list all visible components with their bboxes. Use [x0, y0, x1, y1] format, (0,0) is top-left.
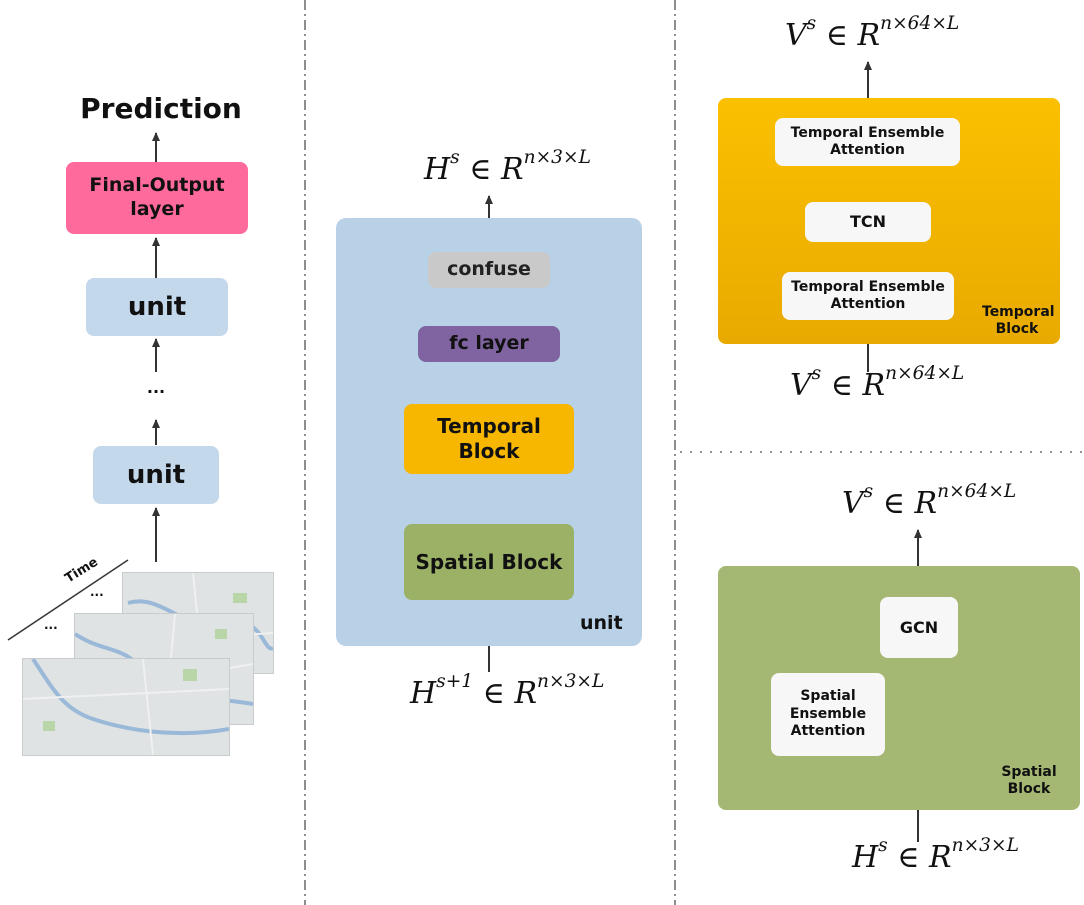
spatial-input-formula: Hs ∈ Rn×3×L [852, 835, 1019, 875]
time-axis [7, 559, 129, 641]
ellipsis-label: ... [146, 378, 166, 397]
unit-panel-label: unit [580, 612, 623, 634]
spatial-output-formula: Vs ∈ Rn×64×L [842, 481, 1017, 521]
time-dots-b: ... [44, 618, 58, 632]
final-output-layer: Final-Output layer [66, 162, 248, 234]
unit-box-bottom: unit [93, 446, 219, 504]
temporal-input-formula: Vs ∈ Rn×64×L [790, 363, 965, 403]
temporal-attention-top: Temporal Ensemble Attention [775, 118, 960, 166]
unit-box-top: unit [86, 278, 228, 336]
spatial-panel-label: Spatial Block [1001, 764, 1057, 797]
fc-layer-box: fc layer [418, 326, 560, 362]
temporal-panel-label: Temporal Block [982, 304, 1055, 337]
confuse-box: confuse [428, 252, 550, 288]
temporal-block-box: Temporal Block [404, 404, 574, 474]
spatial-attention-box: Spatial Ensemble Attention [771, 673, 885, 756]
gcn-box: GCN [880, 597, 958, 658]
unit-output-formula: Hs ∈ Rn×3×L [424, 147, 591, 187]
temporal-output-formula: Vs ∈ Rn×64×L [785, 13, 960, 53]
map-image-front [22, 658, 230, 756]
unit-input-formula: Hs+1 ∈ Rn×3×L [410, 671, 605, 711]
prediction-label: Prediction [80, 92, 242, 125]
time-dots-a: ... [90, 585, 104, 599]
spatial-block-box: Spatial Block [404, 524, 574, 600]
tcn-box: TCN [805, 202, 931, 242]
temporal-attention-bottom: Temporal Ensemble Attention [782, 272, 954, 320]
